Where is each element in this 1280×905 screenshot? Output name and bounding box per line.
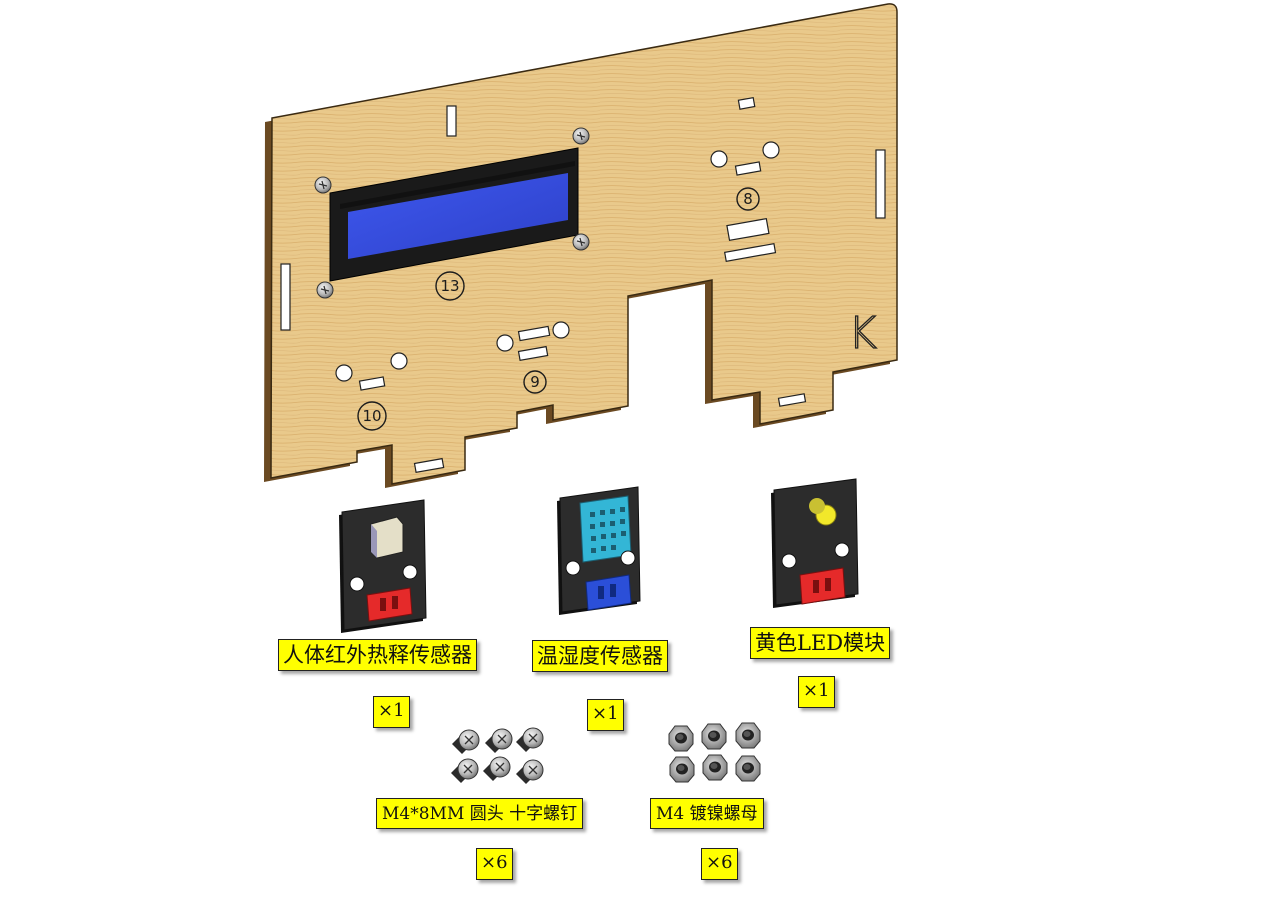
dht-sensor-body — [580, 496, 631, 562]
dht-sensor-label: 温湿度传感器 — [532, 640, 668, 672]
plate-letter: K — [848, 308, 877, 359]
led-module-label: 黄色LED模块 — [750, 627, 890, 659]
pir-sensor-module — [339, 500, 426, 633]
svg-text:8: 8 — [743, 190, 753, 208]
dht-sensor-module — [557, 487, 640, 615]
nuts-group — [669, 723, 760, 782]
nuts-label: M4 镀镍螺母 — [650, 798, 764, 829]
pir-sensor-label: 人体红外热释传感器 — [278, 639, 477, 671]
screws-group — [451, 728, 543, 784]
screws-label: M4*8MM 圆头 十字螺钉 — [376, 798, 583, 829]
led-header — [800, 568, 845, 604]
svg-text:9: 9 — [530, 373, 540, 391]
svg-text:10: 10 — [362, 407, 381, 425]
screws-qty: ×6 — [476, 848, 513, 880]
svg-text:13: 13 — [440, 277, 459, 295]
led-module — [771, 479, 858, 608]
pir-sensor-qty: ×1 — [373, 696, 410, 728]
dht-sensor-qty: ×1 — [587, 699, 624, 731]
nuts-qty: ×6 — [701, 848, 738, 880]
wooden-plate: 13 8 9 10 K — [264, 4, 897, 488]
led-module-qty: ×1 — [798, 676, 835, 708]
